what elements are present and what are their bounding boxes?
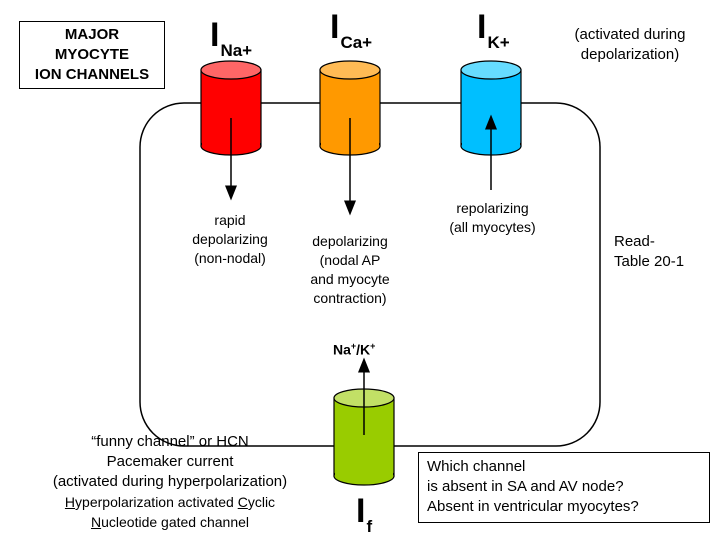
potassium-channel-caption: repolarizing (all myocytes): [449, 200, 536, 235]
sodium-channel-caption: rapid depolarizing (non-nodal): [192, 212, 268, 266]
read-table-note: Read- Table 20-1: [614, 233, 685, 270]
funny-channel-description: “funny channel” or HCN Pacemaker current…: [20, 432, 320, 532]
title-box: MAJOR MYOCYTE ION CHANNELS: [19, 21, 165, 89]
title-line-3: ION CHANNELS: [34, 66, 150, 83]
funny-line-5: Nucleotide gated channel: [90, 514, 250, 530]
sodium-channel-label: INa+: [210, 16, 253, 60]
funny-channel-ion-label: Na+/K+: [333, 341, 376, 358]
question-box: Which channel is absent in SA and AV nod…: [418, 452, 710, 523]
activation-note: (activated during depolarization): [574, 26, 686, 63]
funny-line-3: (activated during hyperpolarization): [52, 473, 288, 490]
title-line-1: MAJOR: [64, 26, 120, 43]
calcium-channel-caption: depolarizing (nodal AP and myocyte contr…: [310, 233, 390, 306]
funny-line-1: “funny channel” or HCN: [91, 433, 249, 450]
calcium-channel-label: ICa+: [330, 8, 373, 52]
potassium-channel-label: IK+: [477, 8, 510, 52]
title-line-2: MYOCYTE: [54, 46, 130, 63]
funny-line-4: Hyperpolarization activated Cyclic: [64, 494, 276, 510]
funny-channel-label: If: [356, 492, 373, 536]
funny-channel-cylinder: [333, 388, 395, 486]
funny-line-2: Pacemaker current: [106, 453, 234, 470]
